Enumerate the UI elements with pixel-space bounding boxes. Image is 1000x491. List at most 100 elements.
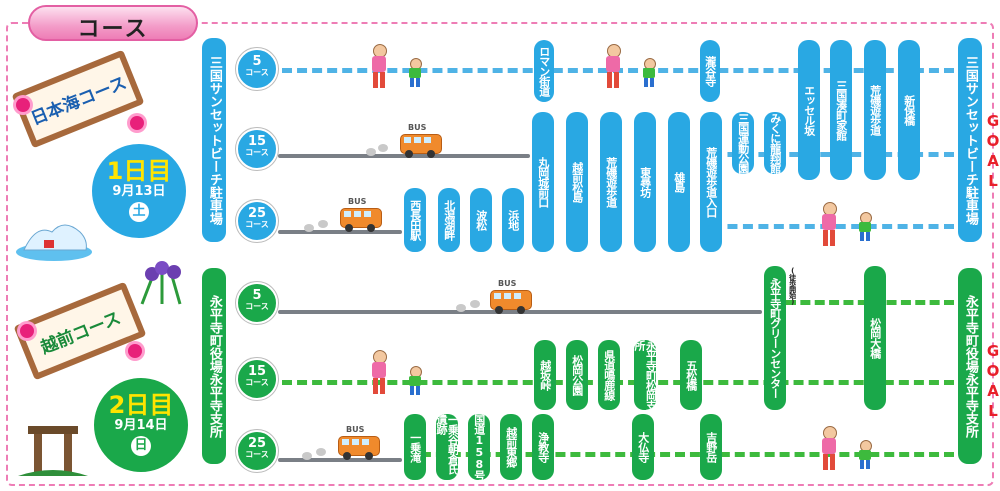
checkpoint: 浜地 — [502, 188, 524, 252]
checkpoint: 北潟湖畔 — [438, 188, 460, 252]
day1-date: 9月13日 — [112, 184, 166, 199]
island-icon — [16, 224, 92, 261]
lane-badge-d2-25: 25 コース — [236, 430, 278, 472]
checkpoint-note: (徒歩開始) — [788, 267, 797, 305]
checkpoint: 瀧谷寺 — [700, 40, 720, 102]
bus-icon: BUS — [340, 197, 382, 234]
checkpoint: 一乗滝 — [404, 414, 426, 480]
day2-weekday: 日 — [131, 436, 151, 456]
checkpoint: 大仏寺 — [632, 414, 654, 480]
lane-km: 5 — [252, 54, 262, 69]
child-icon — [856, 440, 874, 470]
smoke-icon — [316, 448, 326, 456]
bus-icon: BUS — [400, 123, 442, 160]
checkpoint: 県道鳴鹿線 — [598, 340, 620, 410]
day1-badge: 1日目 9月13日 土 — [88, 140, 190, 242]
checkpoint: 国道158号 — [468, 414, 490, 480]
bus-label: BUS — [348, 197, 367, 206]
lane-badge-d2-15: 15 コース — [236, 358, 278, 400]
day1-start-label: 三国サンセットビーチ駐車場 — [202, 38, 226, 242]
smoke-icon — [470, 300, 480, 308]
smoke-icon — [304, 224, 314, 232]
day1-label: 1日目 — [106, 157, 172, 185]
checkpoint: 雄島 — [668, 112, 690, 252]
lane-km: 15 — [247, 134, 267, 149]
checkpoint: 越坂峠 — [534, 340, 556, 410]
lane-km: 25 — [247, 436, 267, 451]
bus-label: BUS — [408, 123, 427, 132]
smoke-icon — [318, 220, 328, 228]
checkpoint: 永平寺町松岡支所 — [634, 340, 656, 410]
smoke-icon — [378, 144, 388, 152]
lane-unit: コース — [245, 68, 269, 77]
checkpoint: 荒磯遊歩道 — [600, 112, 622, 252]
course-frame — [6, 22, 994, 486]
walker-icon — [818, 426, 840, 472]
day2-label: 2日目 — [108, 391, 174, 419]
lane-unit: コース — [245, 220, 269, 229]
temple-gate-icon — [18, 426, 88, 476]
lane-unit: コース — [245, 450, 269, 459]
lane-km: 25 — [247, 206, 267, 221]
smoke-icon — [302, 452, 312, 460]
walker-icon — [818, 202, 840, 248]
lane-badge-d2-5: 5 コース — [236, 282, 278, 324]
checkpoint: 三国運動公園 — [732, 112, 754, 174]
checkpoint: 東尋坊 — [634, 112, 656, 252]
bus-route-d2-25 — [278, 458, 402, 462]
lane-unit: コース — [245, 302, 269, 311]
walk-route-d2-25 — [406, 452, 954, 457]
bus-label: BUS — [346, 425, 365, 434]
checkpoint: エッセル坂 — [798, 40, 820, 180]
checkpoint: 越前東郷 — [500, 414, 522, 480]
checkpoint: 荒磯遊歩道入口 — [700, 112, 722, 252]
bus-label: BUS — [498, 279, 517, 288]
lane-badge-d1-15: 15 コース — [236, 128, 278, 170]
bus-icon: BUS — [490, 279, 532, 316]
flower-icon — [20, 324, 34, 338]
checkpoint: 丸岡城前口 — [532, 112, 554, 252]
day1-finish-label: 三国サンセットビーチ駐車場 — [958, 38, 982, 242]
iris-icon — [140, 261, 182, 305]
checkpoint: 越前松島 — [566, 112, 588, 252]
child-icon — [856, 212, 874, 242]
checkpoint: 永平寺町グリーンセンター — [764, 266, 786, 410]
bus-route-d1-25 — [278, 230, 402, 234]
checkpoint: 五松橋 — [680, 340, 702, 410]
smoke-icon — [366, 148, 376, 156]
checkpoint: 新保橋 — [898, 40, 920, 180]
walker-icon — [368, 350, 390, 396]
lane-km: 5 — [252, 288, 262, 303]
checkpoint: 一乗谷朝倉氏遺跡 — [436, 414, 458, 480]
child-icon — [640, 58, 658, 88]
flower-icon — [130, 116, 144, 130]
lane-badge-d1-25: 25 コース — [236, 200, 278, 242]
day1-goal-label: GOAL — [984, 112, 1000, 192]
bus-route-d1-15 — [278, 154, 530, 158]
flower-icon — [128, 344, 142, 358]
checkpoint: みくに龍翔館 — [764, 112, 786, 174]
title-tab: コース — [28, 5, 198, 42]
lane-badge-d1-5: 5 コース — [236, 48, 278, 90]
page-title: コース — [77, 17, 149, 42]
day1-weekday: 土 — [129, 202, 149, 222]
lane-unit: コース — [245, 148, 269, 157]
day2-goal-label: GOAL — [984, 342, 1000, 422]
walker-icon — [602, 44, 624, 90]
checkpoint: 吉野岳 — [700, 414, 722, 480]
lane-unit: コース — [245, 378, 269, 387]
lane-km: 15 — [247, 364, 267, 379]
walker-icon — [368, 44, 390, 90]
child-icon — [406, 366, 424, 396]
child-icon — [406, 58, 424, 88]
checkpoint: 松岡公園 — [566, 340, 588, 410]
checkpoint: 西長田駅 — [404, 188, 426, 252]
day2-finish-label: 永平寺町役場永平寺支所 — [958, 268, 982, 464]
checkpoint: 浄教寺 — [532, 414, 554, 480]
checkpoint: 波松 — [470, 188, 492, 252]
checkpoint: 荒磯遊歩道 — [864, 40, 886, 180]
flower-icon — [16, 98, 30, 112]
checkpoint: ロマン街道 — [534, 40, 554, 102]
checkpoint: 三国湊町家館 — [830, 40, 852, 180]
